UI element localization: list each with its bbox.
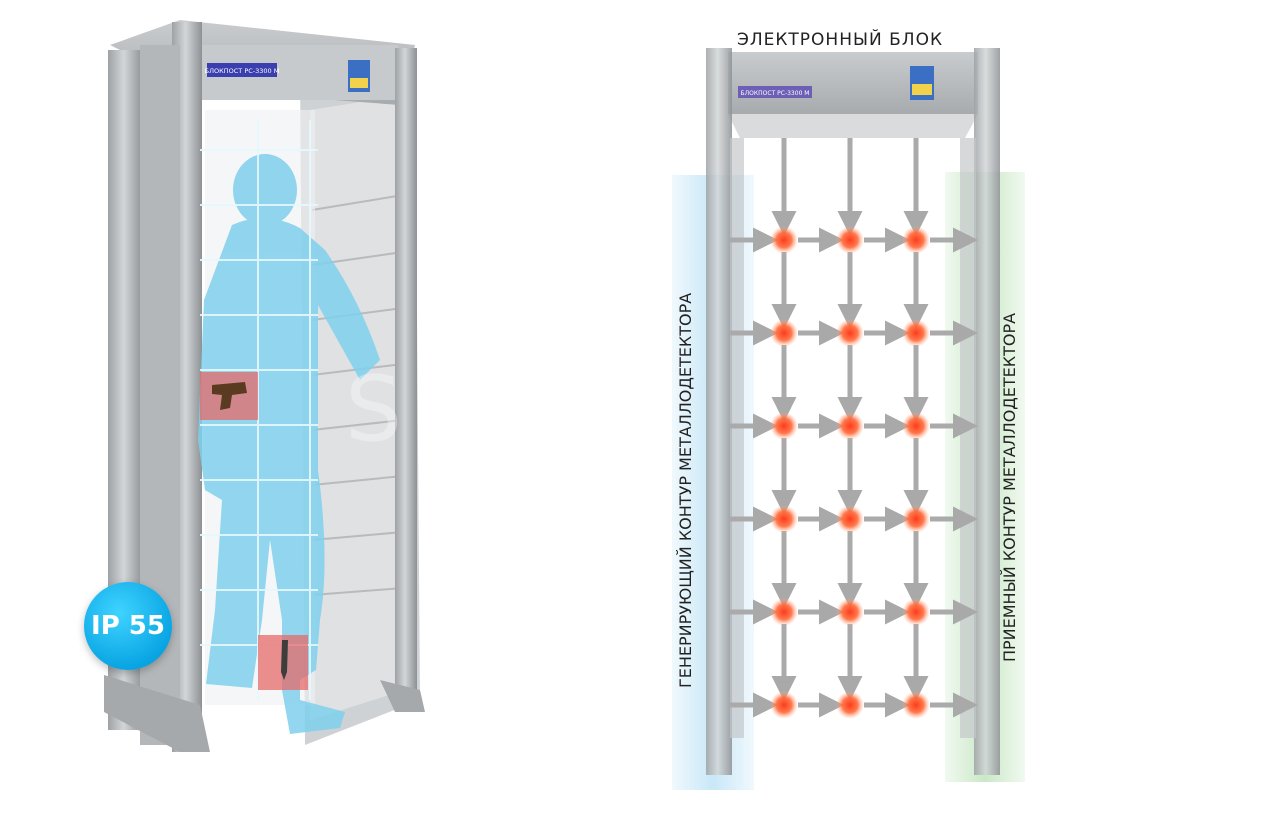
brand-plate-text: БЛОКПОСТ РС-3300 М (205, 67, 280, 75)
watermark: S (345, 357, 402, 462)
field-node (770, 691, 798, 719)
electronic-unit (728, 52, 978, 114)
field-node (836, 505, 864, 533)
right-pillar-diagram (974, 48, 1000, 775)
left-foot (104, 675, 210, 752)
field-node (836, 412, 864, 440)
transmit-coil-label: ГЕНЕРИРУЮЩИЙ КОНТУР МЕТАЛЛОДЕТЕКТОРА (676, 292, 695, 688)
brand-plate-right (738, 86, 812, 98)
brand-plate (207, 63, 277, 77)
field-node (902, 505, 930, 533)
field-node (836, 226, 864, 254)
field-node (902, 412, 930, 440)
field-node (770, 226, 798, 254)
right-foot (380, 680, 425, 712)
knife-icon (281, 640, 288, 680)
left-pillar-diagram (706, 48, 732, 775)
field-node (836, 319, 864, 347)
scan-grid (200, 120, 318, 700)
field-node (770, 319, 798, 347)
field-node (902, 598, 930, 626)
pistol-icon (212, 382, 247, 410)
field-node (836, 691, 864, 719)
field-node (770, 505, 798, 533)
left-walkthrough-detector: БЛОКПОСТ РС-3300 М (104, 20, 425, 752)
person-silhouette (198, 154, 380, 734)
field-node (902, 226, 930, 254)
field-node (770, 598, 798, 626)
right-pillar (395, 48, 417, 703)
field-node (902, 319, 930, 347)
right-field-diagram: БЛОКПОСТ РС-3300 М (672, 48, 1025, 790)
receive-coil-label: ПРИЕМНЫЙ КОНТУР МЕТАЛЛОДЕТЕКТОРА (1000, 312, 1019, 662)
field-node (836, 598, 864, 626)
inner-panel (310, 95, 405, 720)
field-node (902, 691, 930, 719)
ip-rating-badge: IP 55 (84, 582, 172, 670)
field-node (770, 412, 798, 440)
electronic-unit-label: ЭЛЕКТРОННЫЙ БЛОК (736, 30, 944, 50)
brand-plate-right-text: БЛОКПОСТ РС-3300 М (741, 90, 810, 97)
